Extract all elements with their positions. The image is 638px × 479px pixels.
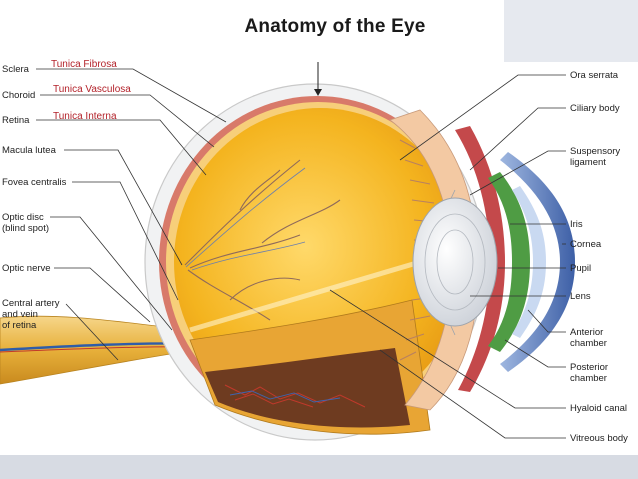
right-leader-lines xyxy=(329,74,566,439)
bottom-band xyxy=(0,455,638,479)
choroid-cutaway xyxy=(205,348,410,428)
lens-rings-inner xyxy=(436,229,474,295)
retinal-vessels-blue xyxy=(185,167,306,271)
label-posterior-chamber: Posterior chamber xyxy=(570,362,609,384)
label-ciliary-body: Ciliary body xyxy=(570,103,620,114)
cutaway-vessels-blue xyxy=(229,390,341,403)
tunica-interna-label: Tunica Interna xyxy=(53,111,117,122)
label-fovea-centralis: Fovea centralis xyxy=(2,177,67,188)
label-ora-serrata: Ora serrata xyxy=(570,70,619,81)
left-leader-lines xyxy=(36,68,227,361)
lens-shape xyxy=(412,197,498,327)
label-pupil: Pupil xyxy=(570,263,592,274)
label-central-artery-vein: Central artery and vein of retina xyxy=(2,298,60,331)
cutaway-vessels xyxy=(224,384,366,408)
label-retina: Retina xyxy=(2,115,30,126)
tunica-vasculosa-label: Tunica Vasculosa xyxy=(53,84,131,95)
tunica-fibrosa-label: Tunica Fibrosa xyxy=(51,59,117,70)
hyaloid-canal xyxy=(189,259,421,333)
iris-shape xyxy=(488,172,530,352)
label-vitreous-body: Vitreous body xyxy=(570,433,628,444)
ciliary-body-red xyxy=(455,126,505,392)
page-title: Anatomy of the Eye xyxy=(244,16,426,37)
label-lens: Lens xyxy=(570,291,591,302)
label-macula-lutea: Macula lutea xyxy=(2,145,56,156)
label-cornea: Cornea xyxy=(570,239,602,250)
retinal-vessels xyxy=(184,159,341,321)
label-suspensory-ligament: Suspensory ligament xyxy=(570,146,621,168)
label-optic-nerve: Optic nerve xyxy=(2,263,51,274)
label-iris: Iris xyxy=(570,219,583,230)
label-optic-disc: Optic disc (blind spot) xyxy=(2,212,49,234)
lens-rings xyxy=(424,213,486,311)
label-sclera: Sclera xyxy=(2,64,29,75)
label-hyaloid-canal: Hyaloid canal xyxy=(570,403,628,414)
label-anterior-chamber: Anterior chamber xyxy=(570,327,607,349)
label-choroid: Choroid xyxy=(2,90,36,101)
cornea-shape xyxy=(500,152,575,372)
